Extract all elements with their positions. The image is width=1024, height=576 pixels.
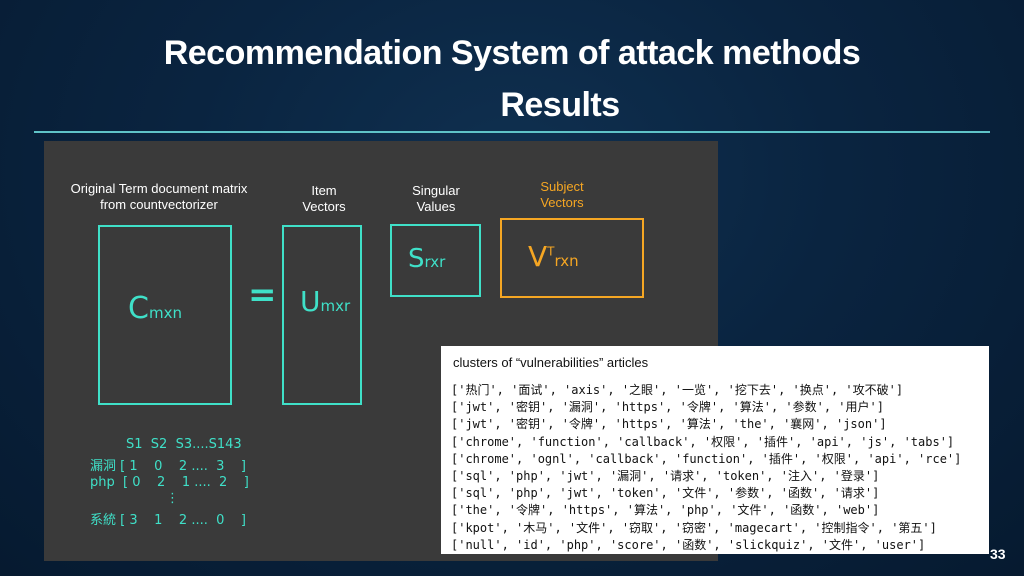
label-singular-values: Singular Values bbox=[412, 183, 460, 214]
matrix-vt-box: VTrxn bbox=[500, 218, 644, 298]
cluster-row: ['jwt', '密钥', '令牌', 'https', '算法', 'the'… bbox=[451, 417, 887, 432]
slide-title-line2: Results bbox=[500, 86, 620, 124]
cluster-row: ['null', 'id', 'php', 'score', '函数', 'sl… bbox=[451, 537, 926, 552]
matrix-u-symbol: Umxr bbox=[300, 285, 351, 318]
cluster-row: ['chrome', 'ognl', 'callback', 'function… bbox=[451, 451, 962, 466]
clusters-list: ['热门', '面试', 'axis', '之眼', '一览', '挖下去', … bbox=[451, 382, 961, 554]
page-number: 33 bbox=[990, 546, 1006, 562]
title-divider bbox=[34, 131, 990, 133]
matrix-row: 漏洞 [ 1 0 2 .... 3 ] bbox=[90, 459, 247, 474]
slide-title-line1: Recommendation System of attack methods bbox=[163, 34, 861, 72]
matrix-row: php [ 0 2 1 .... 2 ] bbox=[90, 475, 249, 490]
matrix-row: 系統 [ 3 1 2 .... 0 ] bbox=[90, 513, 247, 528]
matrix-s-box: Srxr bbox=[390, 224, 481, 297]
matrix-c-box: Cmxn bbox=[98, 225, 232, 405]
label-term-document-matrix: Original Term document matrix from count… bbox=[70, 181, 248, 212]
matrix-u-box: Umxr bbox=[282, 225, 362, 405]
cluster-row: ['kpot', '木马', '文件', '窃取', '窃密', 'mageca… bbox=[451, 520, 937, 535]
label-item-vectors: Item Vectors bbox=[302, 183, 346, 214]
matrix-s-symbol: Srxr bbox=[408, 244, 446, 274]
cluster-row: ['jwt', '密钥', '漏洞', 'https', '令牌', '算法',… bbox=[451, 400, 884, 415]
cluster-row: ['sql', 'php', 'jwt', '漏洞', '请求', 'token… bbox=[451, 469, 880, 484]
matrix-vt-symbol: VTrxn bbox=[528, 240, 579, 273]
matrix-row-ellipsis: ⋮ bbox=[166, 491, 179, 506]
clusters-title: clusters of “vulnerabilities” articles bbox=[453, 355, 649, 370]
cluster-row: ['the', '令牌', 'https', '算法', 'php', '文件'… bbox=[451, 503, 880, 518]
equals-sign: = bbox=[248, 275, 277, 315]
matrix-c-symbol: Cmxn bbox=[128, 291, 182, 326]
cluster-row: ['chrome', 'function', 'callback', '权限',… bbox=[451, 434, 955, 449]
cluster-row: ['热门', '面试', 'axis', '之眼', '一览', '挖下去', … bbox=[451, 383, 904, 397]
matrix-column-header: S1 S2 S3....S143 bbox=[126, 437, 242, 452]
cluster-row: ['sql', 'php', 'jwt', 'token', '文件', '参数… bbox=[451, 486, 880, 501]
clusters-panel: clusters of “vulnerabilities” articles [… bbox=[441, 346, 989, 554]
label-subject-vectors: Subject Vectors bbox=[540, 179, 584, 210]
